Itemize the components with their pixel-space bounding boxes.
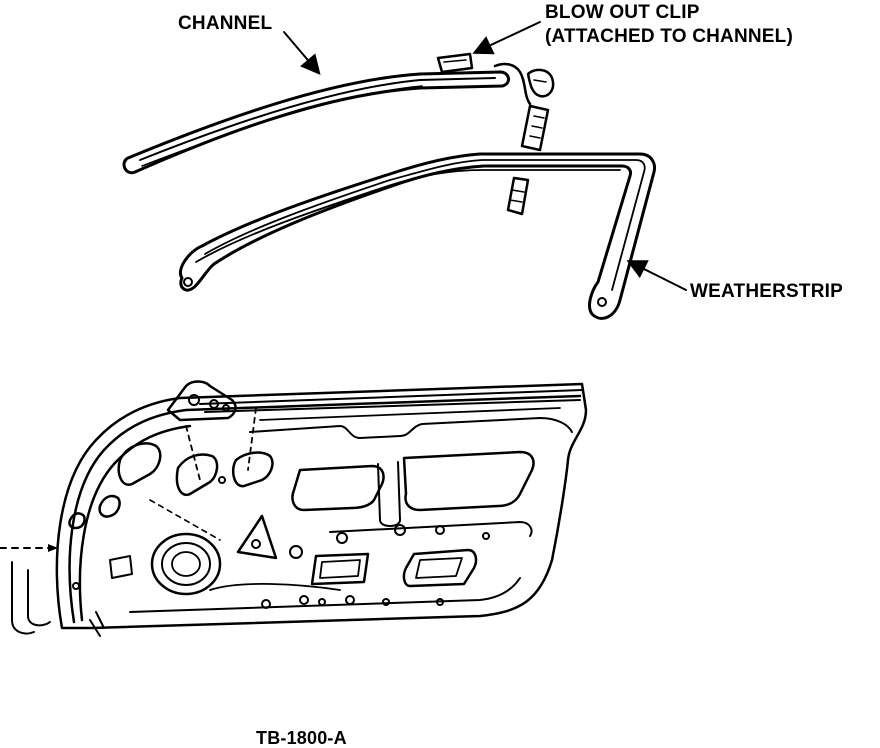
- channel-leader: [283, 31, 321, 76]
- blow-out-clip-label: BLOW OUT CLIP (ATTACHED TO CHANNEL): [545, 1, 793, 49]
- weatherstrip-part: [179, 152, 656, 320]
- blow-out-clip-label-line2: (ATTACHED TO CHANNEL): [545, 26, 794, 47]
- blow-out-clip-label-line1: BLOW OUT CLIP: [545, 2, 700, 23]
- clip-hardware: [493, 62, 555, 216]
- weatherstrip-label: WEATHERSTRIP: [690, 281, 843, 302]
- channel-part: [122, 70, 510, 175]
- blow-out-clip: [436, 52, 474, 74]
- leader-arrows: [283, 21, 687, 291]
- weatherstrip-leader: [626, 260, 687, 291]
- channel-label: CHANNEL: [178, 13, 273, 34]
- figure-id-label: TB-1800-A: [256, 728, 347, 748]
- door-inner-panel: [0, 380, 588, 637]
- blow-out-clip-leader: [472, 21, 541, 55]
